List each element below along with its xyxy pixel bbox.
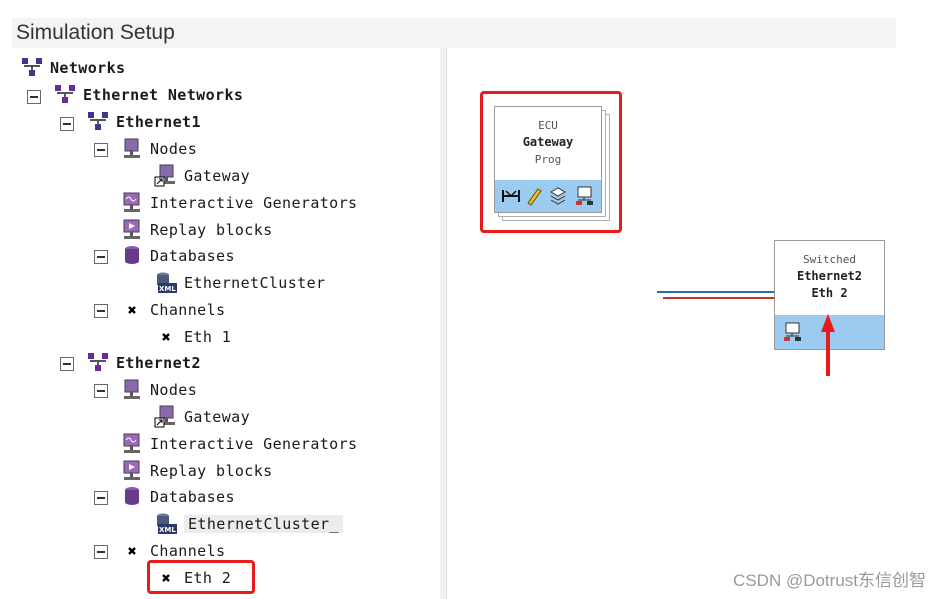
replay-icon: [120, 218, 144, 242]
tree-label: EthernetCluster: [184, 274, 326, 292]
tree-item-networks[interactable]: Networks: [20, 56, 125, 80]
title-bar: Simulation Setup: [12, 18, 896, 49]
tree-item-databases[interactable]: Databases: [120, 485, 235, 509]
tree-item-databases[interactable]: Databases: [120, 244, 235, 268]
tree-item-gateway[interactable]: Gateway: [154, 164, 250, 188]
tree-label: Networks: [50, 59, 126, 77]
tree-label: Replay blocks: [150, 221, 273, 239]
node-monitor-icon[interactable]: [783, 321, 803, 347]
simulation-canvas[interactable]: ECU Gateway Prog: [447, 48, 940, 599]
tree-item-gateway[interactable]: Gateway: [154, 405, 250, 429]
channel-icon: [120, 298, 144, 322]
generator-icon: [120, 191, 144, 215]
collapse-toggle[interactable]: [94, 545, 108, 559]
replay-icon: [120, 459, 144, 483]
tree-label: Databases: [150, 247, 235, 265]
tree-item-eth2[interactable]: Eth 2: [154, 566, 231, 590]
tree-label: Ethernet1: [116, 113, 201, 131]
channel-icon: [154, 566, 178, 590]
tree-label: EthernetCluster_: [184, 515, 343, 533]
tree-label: Eth 2: [184, 569, 232, 587]
collapse-toggle[interactable]: [94, 384, 108, 398]
xml-database-icon: XML: [154, 271, 178, 295]
tree-label: Nodes: [150, 140, 198, 158]
tree-item-channels[interactable]: Channels: [120, 298, 225, 322]
collapse-toggle[interactable]: [94, 304, 108, 318]
tree-label: Ethernet Networks: [83, 86, 244, 104]
collapse-toggle[interactable]: [27, 90, 41, 104]
tree-item-interactive-generators[interactable]: Interactive Generators: [120, 432, 357, 456]
svg-text:XML: XML: [159, 285, 176, 293]
tree-item-eth1[interactable]: Eth 1: [154, 325, 231, 349]
annotation-arrow: [821, 314, 835, 376]
tree-item-ethernet-networks[interactable]: Ethernet Networks: [53, 83, 243, 107]
tree-item-replay-blocks[interactable]: Replay blocks: [120, 218, 273, 242]
connection-line-blue: [657, 291, 775, 293]
layers-icon[interactable]: [549, 186, 567, 210]
node-type-label: ECU: [538, 119, 558, 132]
tree-item-nodes[interactable]: Nodes: [120, 378, 197, 402]
tree-item-replay-blocks[interactable]: Replay blocks: [120, 459, 273, 483]
ecu-gateway-node[interactable]: ECU Gateway Prog: [494, 106, 602, 213]
collapse-toggle[interactable]: [60, 357, 74, 371]
tree-label: Ethernet2: [116, 354, 201, 372]
database-icon: [120, 485, 144, 509]
node-monitor-icon[interactable]: [575, 185, 595, 211]
node-icon: [120, 378, 144, 402]
generator-icon: [120, 432, 144, 456]
tree-label: Gateway: [184, 167, 251, 185]
tree-item-ethernet1[interactable]: Ethernet1: [86, 110, 201, 134]
collapse-toggle[interactable]: [94, 491, 108, 505]
tree-label: Eth 1: [184, 328, 232, 346]
network-link-icon[interactable]: [501, 187, 521, 209]
edit-icon[interactable]: [525, 186, 543, 210]
watermark: CSDN @Dotrust东信创智: [733, 571, 926, 590]
connection-line-red: [663, 297, 775, 299]
tree-label: Gateway: [184, 408, 251, 426]
tree-item-ethernet-cluster-selected[interactable]: XML EthernetCluster_: [154, 512, 343, 536]
annotation-highlight-eth2: [147, 560, 255, 594]
collapse-toggle[interactable]: [60, 117, 74, 131]
node-name-label: Gateway: [522, 135, 574, 149]
xml-database-icon: XML: [154, 512, 178, 536]
pane-splitter[interactable]: [440, 48, 447, 599]
channel-icon: [154, 325, 178, 349]
node-state-label: Prog: [534, 153, 562, 166]
ethernet-network-icon: [86, 351, 110, 375]
channel-icon: [120, 539, 144, 563]
tree-item-interactive-generators[interactable]: Interactive Generators: [120, 191, 357, 215]
svg-text:XML: XML: [159, 526, 176, 534]
node-icon: [120, 137, 144, 161]
node-link-icon: [154, 164, 178, 188]
node-channel-label: Eth 2: [811, 286, 848, 300]
annotation-highlight-ecu: [480, 91, 622, 233]
tree-label: Databases: [150, 488, 235, 506]
tree-item-ethernet2[interactable]: Ethernet2: [86, 351, 201, 375]
tree-item-channels[interactable]: Channels: [120, 539, 225, 563]
window-title: Simulation Setup: [16, 21, 175, 44]
tree-label: Interactive Generators: [150, 435, 358, 453]
tree-label: Nodes: [150, 381, 198, 399]
tree-item-nodes[interactable]: Nodes: [120, 137, 197, 161]
tree-item-ethernet-cluster[interactable]: XML EthernetCluster: [154, 271, 325, 295]
tree-label: Channels: [150, 542, 226, 560]
network-icon: [20, 56, 44, 80]
tree-label: Interactive Generators: [150, 194, 358, 212]
ethernet-network-icon: [86, 110, 110, 134]
ethernet-network-icon: [53, 83, 77, 107]
node-type-label: Switched: [803, 253, 856, 266]
simulation-tree[interactable]: Networks Ethernet Networks Ethernet1: [12, 48, 441, 599]
node-link-icon: [154, 405, 178, 429]
node-name-label: Ethernet2: [796, 269, 863, 283]
collapse-toggle[interactable]: [94, 250, 108, 264]
database-icon: [120, 244, 144, 268]
tree-label: Replay blocks: [150, 462, 273, 480]
collapse-toggle[interactable]: [94, 143, 108, 157]
tree-label: Channels: [150, 301, 226, 319]
ecu-node-toolbar: [495, 180, 601, 212]
